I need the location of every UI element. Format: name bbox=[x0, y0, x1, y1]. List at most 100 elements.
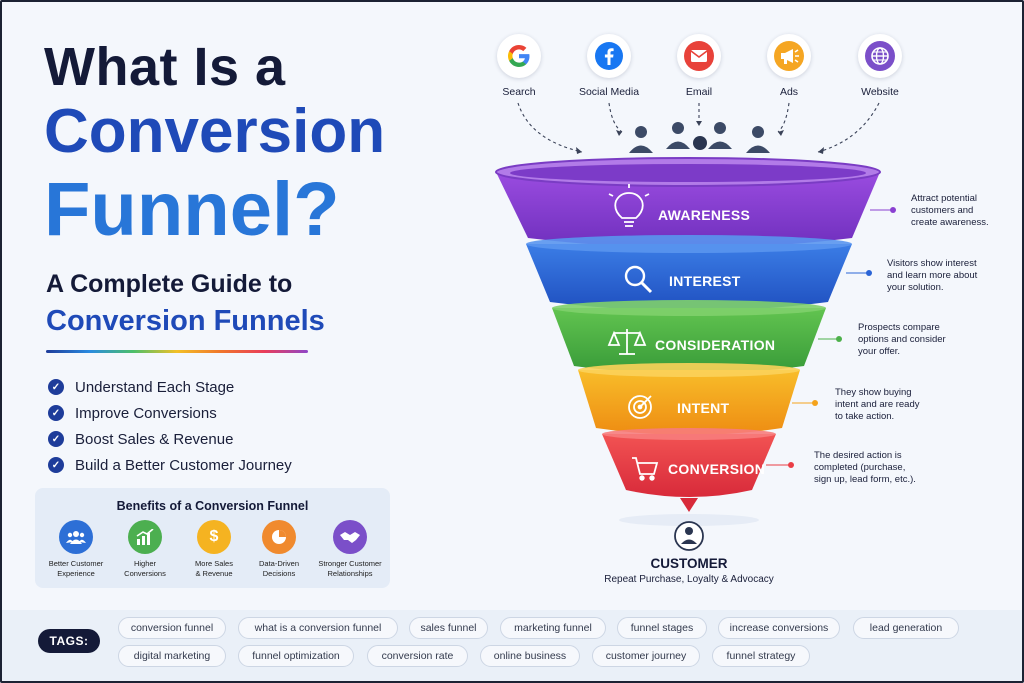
tag-chip[interactable]: conversion funnel bbox=[118, 617, 226, 639]
benefit-label: Decisions bbox=[262, 569, 296, 578]
facebook-icon bbox=[587, 34, 631, 78]
subtitle-line-1: A Complete Guide to bbox=[46, 270, 293, 298]
check-icon: ✓ bbox=[48, 431, 64, 447]
desc-line: Visitors show interest bbox=[887, 258, 977, 269]
title-line-3: Funnel? bbox=[44, 167, 340, 252]
desc-line: customers and bbox=[911, 205, 974, 216]
stage-description-interest: Visitors show interest and learn more ab… bbox=[887, 258, 1007, 294]
source-social-media: Social Media bbox=[564, 34, 654, 98]
desc-line: They show buying bbox=[835, 387, 912, 398]
desc-line: and learn more about bbox=[887, 270, 978, 281]
desc-line: to take action. bbox=[835, 411, 895, 422]
tag-chip[interactable]: increase conversions bbox=[718, 617, 840, 639]
benefits-panel: Benefits of a Conversion Funnel Better C… bbox=[35, 488, 390, 588]
stage-label-awareness: AWARENESS bbox=[658, 207, 751, 223]
tags-label: TAGS: bbox=[38, 629, 100, 653]
benefit-label: Experience bbox=[57, 569, 95, 578]
tag-chip[interactable]: funnel strategy bbox=[712, 645, 810, 667]
growth-chart-icon bbox=[128, 520, 162, 554]
checklist-label: Understand Each Stage bbox=[75, 378, 235, 396]
stage-connectors bbox=[766, 207, 896, 468]
check-icon: ✓ bbox=[48, 379, 64, 395]
source-label: Social Media bbox=[578, 86, 640, 98]
checklist-label: Improve Conversions bbox=[75, 404, 217, 422]
tag-chip[interactable]: funnel optimization bbox=[238, 645, 354, 667]
desc-line: your offer. bbox=[858, 346, 901, 357]
stage-description-conversion: The desired action is completed (purchas… bbox=[814, 450, 944, 486]
benefit-label: Better Customer bbox=[48, 559, 104, 568]
stage-label-consideration: CONSIDERATION bbox=[655, 337, 776, 353]
customer-title: CUSTOMER bbox=[650, 556, 728, 571]
funnel-stage-consideration bbox=[552, 308, 826, 374]
source-label: Website bbox=[861, 86, 899, 98]
lightbulb-icon bbox=[608, 184, 650, 227]
tag-chip[interactable]: digital marketing bbox=[118, 645, 226, 667]
customer-subtitle: Repeat Purchase, Loyalty & Advocacy bbox=[604, 574, 774, 585]
source-label: Ads bbox=[779, 86, 799, 98]
benefit-label: Conversions bbox=[124, 569, 166, 578]
desc-line: options and consider bbox=[858, 334, 946, 345]
source-arrows bbox=[517, 102, 880, 153]
check-icon: ✓ bbox=[48, 457, 64, 473]
tag-chip[interactable]: conversion rate bbox=[367, 645, 468, 667]
globe-icon bbox=[858, 34, 902, 78]
benefits-heading: Benefits of a Conversion Funnel bbox=[116, 499, 309, 513]
check-icon: ✓ bbox=[48, 405, 64, 421]
stage-label-conversion: CONVERSION bbox=[668, 461, 766, 477]
desc-line: create awareness. bbox=[911, 217, 989, 228]
funnel-tip bbox=[680, 498, 698, 512]
tag-chip[interactable]: funnel stages bbox=[617, 617, 707, 639]
tag-chip[interactable]: sales funnel bbox=[409, 617, 488, 639]
scales-icon bbox=[607, 329, 647, 355]
source-search: Search bbox=[474, 34, 564, 98]
title-line-1: What Is a bbox=[44, 37, 286, 97]
benefit-label: Stronger Customer bbox=[318, 559, 382, 568]
desc-line: intent and are ready bbox=[835, 399, 920, 410]
tag-chip[interactable]: customer journey bbox=[592, 645, 700, 667]
benefit-label: Data-Driven bbox=[258, 559, 299, 568]
tag-chip[interactable]: what is a conversion funnel bbox=[238, 617, 398, 639]
tag-chip[interactable]: lead generation bbox=[853, 617, 959, 639]
customer-avatar bbox=[674, 521, 704, 551]
checklist-item: ✓Boost Sales & Revenue bbox=[48, 426, 292, 452]
funnel-stage-intent bbox=[578, 370, 800, 435]
checklist-item: ✓ Understand Each Stage bbox=[48, 374, 292, 400]
magnifier-icon bbox=[624, 265, 653, 294]
checklist-item: ✓ Build a Better Customer Journey bbox=[48, 452, 292, 478]
users-icon bbox=[59, 520, 93, 554]
desc-line: Prospects compare bbox=[858, 322, 940, 333]
source-email: Email bbox=[654, 34, 744, 98]
desc-line: sign up, lead form, etc.). bbox=[814, 474, 916, 485]
target-icon bbox=[628, 395, 652, 419]
stage-label-intent: INTENT bbox=[677, 400, 730, 416]
checklist: ✓ Understand Each Stage ✓ Improve Conversi… bbox=[48, 374, 292, 478]
checklist-label: Build a Better Customer Journey bbox=[75, 456, 292, 474]
title-line-2: Conversion bbox=[44, 97, 386, 166]
source-ads: Ads bbox=[744, 34, 834, 98]
benefit-label: & Revenue bbox=[195, 569, 233, 578]
funnel-stage-conversion bbox=[602, 434, 776, 497]
benefit-label: Higher bbox=[133, 559, 157, 568]
tag-chip[interactable]: online business bbox=[480, 645, 580, 667]
stage-description-consideration: Prospects compare options and consider y… bbox=[858, 322, 978, 358]
benefit-label: Relationships bbox=[327, 569, 373, 578]
desc-line: completed (purchase, bbox=[814, 462, 906, 473]
desc-line: Attract potential bbox=[911, 193, 978, 204]
pie-chart-icon bbox=[262, 520, 296, 554]
desc-line: your solution. bbox=[887, 282, 944, 293]
stage-label-interest: INTEREST bbox=[669, 273, 741, 289]
stage-description-awareness: Attract potential customers and create a… bbox=[911, 193, 1024, 229]
source-website: Website bbox=[835, 34, 925, 98]
cart-icon bbox=[632, 457, 659, 481]
dollar-icon: $ bbox=[197, 520, 231, 554]
benefit-label: More Sales bbox=[195, 559, 233, 568]
checklist-item: ✓ Improve Conversions bbox=[48, 400, 292, 426]
subtitle-line-2: Conversion Funnels bbox=[46, 305, 325, 337]
tag-chip[interactable]: marketing funnel bbox=[500, 617, 606, 639]
funnel-stage-interest bbox=[526, 244, 852, 311]
desc-line: The desired action is bbox=[814, 450, 902, 461]
